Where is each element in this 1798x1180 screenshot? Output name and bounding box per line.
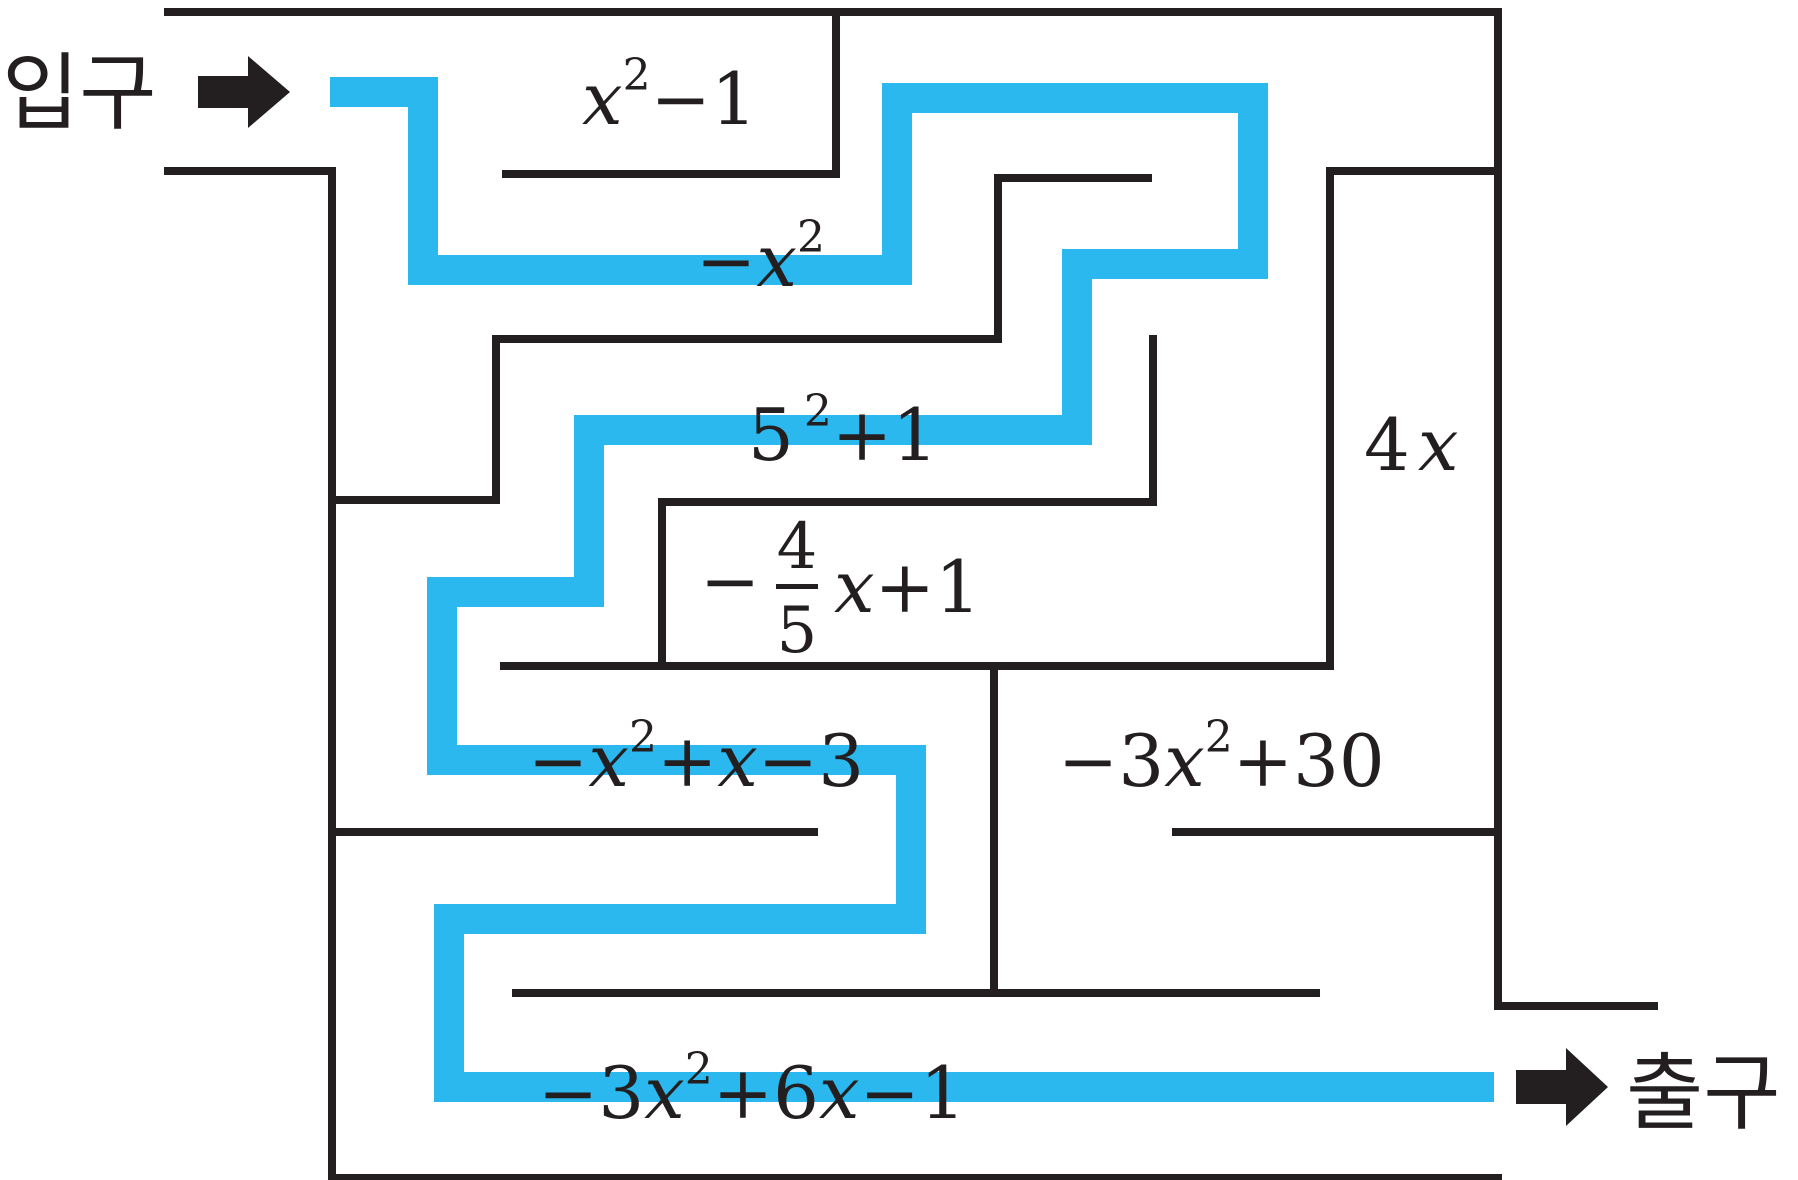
entrance-arrow-icon: [198, 56, 290, 128]
expression-5-sign: −: [700, 539, 760, 623]
expression-5-denominator: 5: [777, 594, 818, 668]
wall-mid-box: [658, 335, 1157, 670]
expression-2: −x2: [696, 212, 825, 303]
expression-7: −3x2+30: [1058, 712, 1385, 803]
wall-top: [164, 8, 1502, 175]
solution-path: [330, 77, 1494, 1102]
wall-right-inner: [500, 167, 1502, 670]
expression-5-tail: x+1: [834, 545, 981, 629]
wall-right-outer: [1494, 167, 1658, 1010]
expression-1: x2−1: [582, 50, 757, 141]
wall-upper-step: [328, 174, 1152, 504]
exit-arrow-icon: [1516, 1048, 1608, 1126]
expression-8: −3x2+6x−1: [538, 1044, 966, 1135]
maze-walls: [164, 8, 1658, 1180]
expression-5: − 4 5 x+1: [700, 510, 981, 668]
expression-6: −x2+x−3: [528, 712, 864, 803]
fraction-bar: [776, 584, 818, 589]
entrance-label: 입구: [2, 44, 157, 142]
exit-label: 출구: [1626, 1044, 1781, 1142]
wall-top-inner: [502, 8, 840, 178]
wall-left-outer: [164, 167, 1502, 1180]
expression-5-numerator: 4: [777, 510, 818, 584]
